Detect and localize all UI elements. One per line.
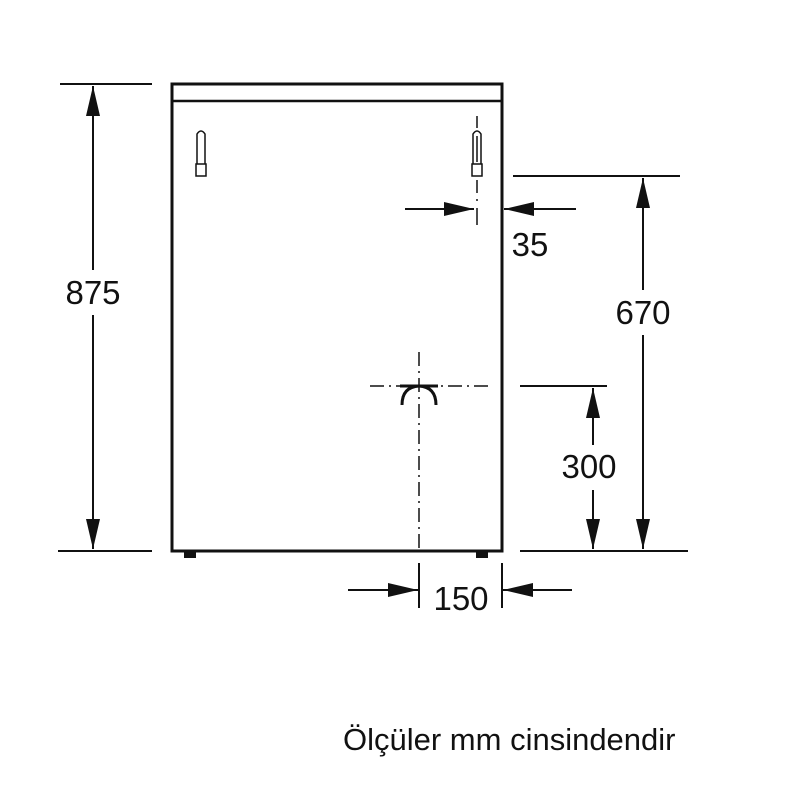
label-300: 300 [561,448,616,485]
appliance-outline [170,82,504,553]
foot-right [476,550,488,558]
drain-centerline [370,352,488,548]
dimension-875 [58,83,152,552]
dimension-300 [520,385,607,549]
connector-right-icon [471,116,483,225]
label-670: 670 [615,294,670,331]
dimension-670 [513,175,688,552]
connector-left-icon [195,130,207,177]
label-150: 150 [433,580,488,617]
foot-left [184,550,196,558]
label-875: 875 [65,274,120,311]
units-note: Ölçüler mm cinsindendir [343,722,676,757]
dimension-150 [348,563,572,608]
label-35: 35 [512,226,549,263]
